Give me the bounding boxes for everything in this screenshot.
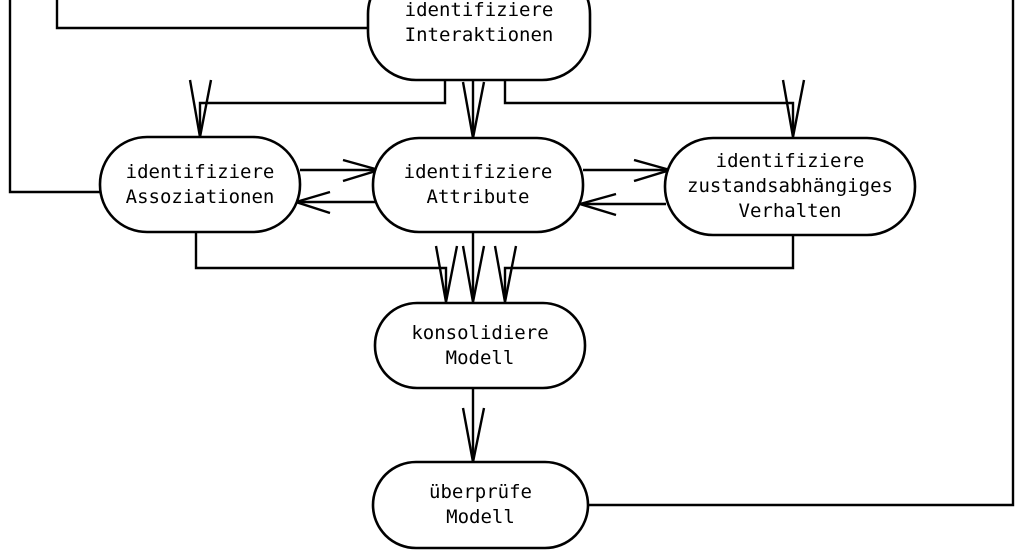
edge-attribute-to-konsolidiere <box>461 231 486 303</box>
edge-interaktionen-left-loop <box>55 0 368 30</box>
node-identifiziere-zustandsabhaengiges-verhalten[interactable] <box>663 136 917 237</box>
node-identifiziere-attribute[interactable] <box>371 136 585 234</box>
node-ueberpruefe-modell[interactable] <box>371 460 590 550</box>
node-konsolidiere-modell[interactable] <box>373 301 587 390</box>
edge-interaktionen-to-attribute <box>461 76 486 139</box>
edge-attribute-to-assoziationen <box>291 190 378 215</box>
edge-attribute-to-verhalten <box>583 158 675 183</box>
edge-ueberpruefe-right-loop <box>588 0 1015 507</box>
edge-konsolidiere-to-ueberpruefe <box>461 388 486 463</box>
edge-interaktionen-to-assoziationen <box>188 79 447 138</box>
edge-assoziationen-to-attribute <box>300 158 384 183</box>
node-identifiziere-interaktionen[interactable] <box>366 0 592 82</box>
edge-verhalten-to-konsolidiere <box>493 234 795 303</box>
edge-offscreen-to-assoziationen <box>8 0 104 194</box>
edge-verhalten-to-attribute <box>575 192 666 217</box>
node-identifiziere-assoziationen[interactable] <box>98 135 302 234</box>
edge-interaktionen-to-verhalten <box>503 79 806 138</box>
edge-assoziationen-to-konsolidiere <box>194 232 459 303</box>
